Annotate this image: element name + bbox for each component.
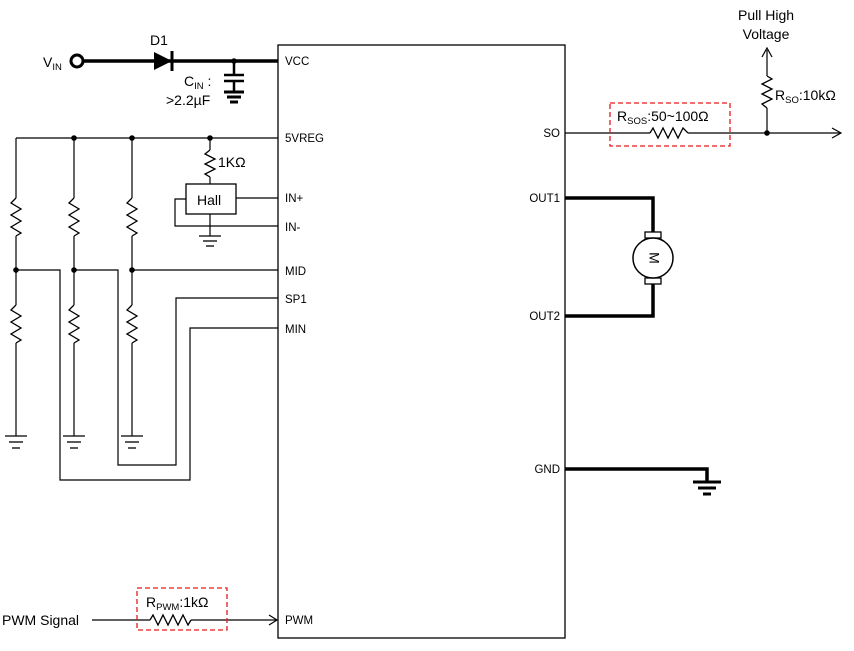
- resistor-top-3: [125, 197, 139, 237]
- ground-icon: [199, 235, 221, 247]
- pin-out1: OUT1: [529, 193, 560, 205]
- rpwm-label: RPWM:1kΩ: [146, 594, 209, 613]
- tap-col2-wire: [74, 269, 278, 466]
- pin-gnd: GND: [534, 464, 560, 476]
- cin-label: CIN :: [184, 73, 211, 92]
- resistor-bottom-3: [125, 304, 139, 344]
- hall-label: Hall: [197, 192, 221, 208]
- pin-in-plus: IN+: [285, 193, 304, 205]
- pull-high-label-2: Voltage: [743, 26, 790, 42]
- d1-label: D1: [150, 32, 168, 48]
- capacitor-cin: [224, 58, 244, 104]
- resistor-bottom-2: [67, 304, 81, 344]
- pin-out2: OUT2: [529, 311, 560, 323]
- tap-col1-wire: [36, 269, 278, 481]
- out2-wire: [565, 279, 655, 318]
- r-hall-label: 1KΩ: [218, 154, 246, 170]
- vin-terminal: [69, 53, 85, 69]
- motor-icon: M: [632, 231, 674, 285]
- pin-vcc: VCC: [285, 56, 309, 68]
- pin-min: MIN: [285, 324, 306, 336]
- pin-mid: MID: [285, 266, 306, 278]
- rsos-highlight-box: [609, 102, 731, 147]
- diode-d1: [154, 51, 174, 71]
- pin-pwm: PWM: [285, 615, 313, 627]
- motor-label: M: [646, 252, 662, 264]
- rso-label: RSO:10kΩ: [775, 87, 836, 106]
- ic-body: [277, 44, 566, 639]
- ground-icon: [121, 435, 143, 449]
- rpwm-highlight-box: [136, 587, 228, 631]
- resistor-hall: [203, 149, 217, 178]
- pin-so: SO: [543, 128, 560, 140]
- ground-icon: [63, 435, 85, 449]
- gnd-wire: [565, 467, 709, 482]
- resistor-so: [760, 75, 774, 109]
- arrow-up-icon: [761, 46, 773, 58]
- ground-icon: [5, 435, 27, 449]
- resistor-top-1: [9, 197, 23, 237]
- vin-label: VIN: [43, 54, 62, 73]
- pin-5vreg: 5VREG: [285, 133, 324, 145]
- arrow-icon: [831, 127, 843, 139]
- resistor-pwm: [149, 613, 192, 627]
- ground-icon: [693, 480, 721, 496]
- pull-high-label: Pull High: [738, 7, 794, 23]
- in-minus-wire: [174, 198, 278, 227]
- out1-wire: [565, 196, 655, 237]
- arrow-icon: [268, 614, 279, 626]
- rsos-label: RSOS:50~100Ω: [617, 108, 709, 127]
- resistor-bottom-1: [9, 304, 23, 344]
- pwm-signal-label: PWM Signal: [2, 612, 79, 628]
- pin-sp1: SP1: [285, 294, 307, 306]
- cin-value: >2.2µF: [166, 92, 210, 108]
- resistor-sos: [649, 126, 689, 140]
- pin-in-minus: IN-: [285, 222, 301, 234]
- resistor-top-2: [67, 197, 81, 237]
